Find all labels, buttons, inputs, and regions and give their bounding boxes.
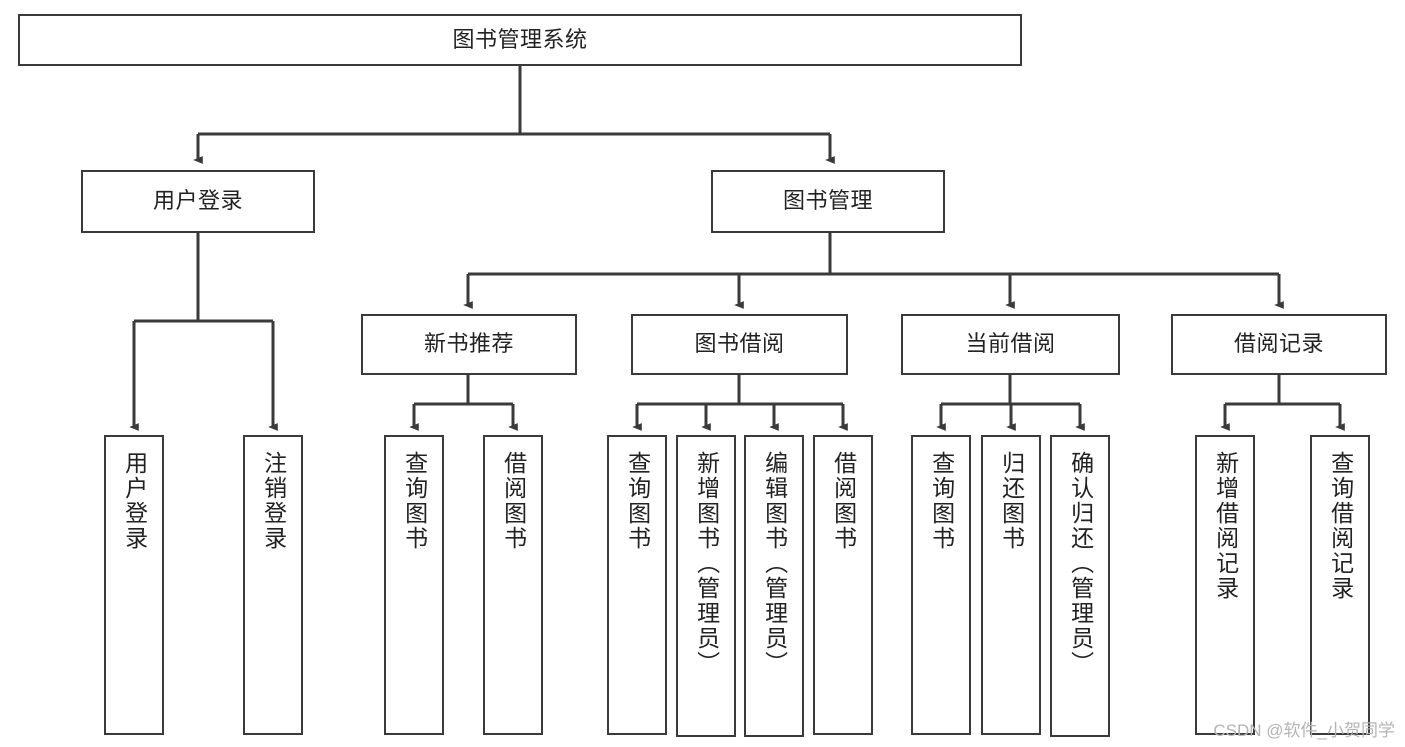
node-label: 借阅记录 <box>1233 331 1324 357</box>
node-label: 用户登录 <box>121 451 148 551</box>
node-label: 查询图书 <box>624 451 651 551</box>
node-label: 查询图书 <box>928 451 955 551</box>
node-label: 新增图书（管理员） <box>693 451 720 676</box>
node-label: 确认归还（管理员） <box>1067 451 1094 676</box>
node-label: 新增借阅记录 <box>1212 451 1239 601</box>
csdn-watermark: CSDN @软件_小贺同学 <box>1213 721 1395 740</box>
node-leaf-borrow-borrow-book[interactable]: 借阅图书 <box>813 435 873 735</box>
node-leaf-newbook-query-book[interactable]: 查询图书 <box>384 435 444 735</box>
node-leaf-current-return-book[interactable]: 归还图书 <box>981 435 1041 735</box>
node-label: 当前借阅 <box>965 331 1056 357</box>
node-leaf-borrow-edit-book-admin[interactable]: 编辑图书（管理员） <box>744 435 804 737</box>
node-label: 注销登录 <box>260 451 287 551</box>
node-label: 查询图书 <box>401 451 428 551</box>
node-new-book-recommend[interactable]: 新书推荐 <box>361 314 577 375</box>
node-label: 图书借阅 <box>694 331 785 357</box>
node-label: 用户登录 <box>152 188 243 214</box>
node-leaf-record-add-record[interactable]: 新增借阅记录 <box>1195 435 1255 735</box>
node-label: 图书管理系统 <box>452 26 588 52</box>
node-leaf-user-login-signout[interactable]: 注销登录 <box>243 435 303 735</box>
node-book-management[interactable]: 图书管理 <box>711 170 945 233</box>
node-label: 借阅图书 <box>830 451 857 551</box>
node-current-borrow[interactable]: 当前借阅 <box>901 314 1120 375</box>
node-label: 图书管理 <box>782 188 873 214</box>
node-leaf-borrow-add-book-admin[interactable]: 新增图书（管理员） <box>676 435 736 737</box>
node-leaf-newbook-borrow-book[interactable]: 借阅图书 <box>483 435 543 735</box>
node-book-borrow[interactable]: 图书借阅 <box>631 314 848 375</box>
node-label: 查询借阅记录 <box>1327 451 1354 601</box>
node-leaf-record-query-record[interactable]: 查询借阅记录 <box>1310 435 1370 735</box>
node-label: 新书推荐 <box>423 331 514 357</box>
node-user-login[interactable]: 用户登录 <box>81 170 315 233</box>
node-label: 借阅图书 <box>500 451 527 551</box>
node-leaf-current-confirm-return-admin[interactable]: 确认归还（管理员） <box>1050 435 1110 737</box>
node-root-book-management-system[interactable]: 图书管理系统 <box>18 14 1022 66</box>
node-label: 编辑图书（管理员） <box>761 451 788 676</box>
node-leaf-user-login-signin[interactable]: 用户登录 <box>104 435 164 735</box>
node-borrow-record[interactable]: 借阅记录 <box>1171 314 1387 375</box>
node-label: 归还图书 <box>998 451 1025 551</box>
node-leaf-current-query-book[interactable]: 查询图书 <box>911 435 971 735</box>
node-leaf-borrow-query-book[interactable]: 查询图书 <box>607 435 667 735</box>
